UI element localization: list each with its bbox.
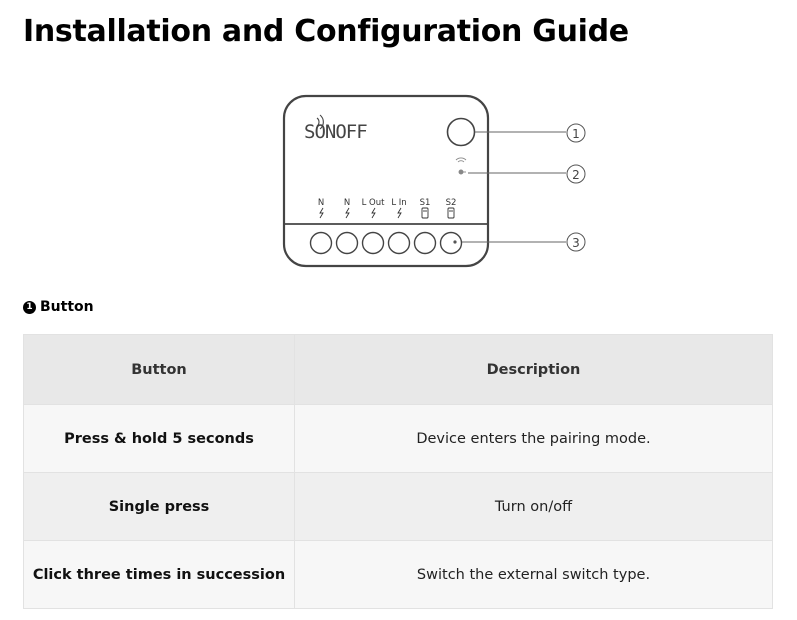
table-header-row: Button Description <box>23 334 773 405</box>
terminal-hole-n1 <box>309 231 333 255</box>
terminal-hole-lin <box>387 231 411 255</box>
table-row: Press & hold 5 seconds Device enters the… <box>23 404 773 473</box>
terminal-hole-s2-dot <box>453 240 457 244</box>
header-button: Button <box>23 334 295 405</box>
device-diagram: SONOFF 1 2 N N L Out L In S1 S2 <box>282 94 586 268</box>
cell-button: Press & hold 5 seconds <box>23 404 295 473</box>
terminal-label-n1: N <box>318 198 324 208</box>
cell-button: Click three times in succession <box>23 540 295 609</box>
lightning-icon <box>371 207 376 219</box>
cell-description: Device enters the pairing mode. <box>294 404 773 473</box>
section-heading: 1 Button <box>23 299 94 315</box>
table-row: Click three times in succession Switch t… <box>23 540 773 609</box>
terminal-hole-lout <box>361 231 385 255</box>
callout-label-2: 2 <box>572 168 580 182</box>
callout-label-3: 3 <box>572 236 580 250</box>
pair-button[interactable] <box>446 117 476 147</box>
callout-circle-2 <box>566 164 586 184</box>
cell-button: Single press <box>23 472 295 541</box>
callout-label-1: 1 <box>572 127 580 141</box>
terminal-label-lin: L In <box>391 198 406 208</box>
wifi-signal-icon <box>316 114 324 130</box>
terminal-hole-n2 <box>335 231 359 255</box>
terminal-label-s2: S2 <box>446 198 457 208</box>
lightning-icon <box>345 207 350 219</box>
cell-description: Turn on/off <box>294 472 773 541</box>
terminal-label-n2: N <box>344 198 350 208</box>
callout-circle-3 <box>566 232 586 252</box>
section-title: Button <box>40 299 94 315</box>
callout-circle-1 <box>566 123 586 143</box>
section-number: 1 <box>23 300 36 314</box>
terminal-hole-s2 <box>439 231 463 255</box>
page-title: Installation and Configuration Guide <box>23 14 629 49</box>
device-brand: SONOFF <box>304 121 367 143</box>
terminal-label-lout: L Out <box>362 198 386 208</box>
terminal-hole-s1 <box>413 231 437 255</box>
header-description: Description <box>294 334 773 405</box>
switch-icon <box>447 207 455 219</box>
led-indicator-icon <box>455 157 467 175</box>
terminal-label-s1: S1 <box>420 198 431 208</box>
table-row: Single press Turn on/off <box>23 472 773 541</box>
switch-icon <box>421 207 429 219</box>
lightning-icon <box>397 207 402 219</box>
button-table: Button Description Press & hold 5 second… <box>23 334 773 609</box>
cell-description: Switch the external switch type. <box>294 540 773 609</box>
lightning-icon <box>319 207 324 219</box>
